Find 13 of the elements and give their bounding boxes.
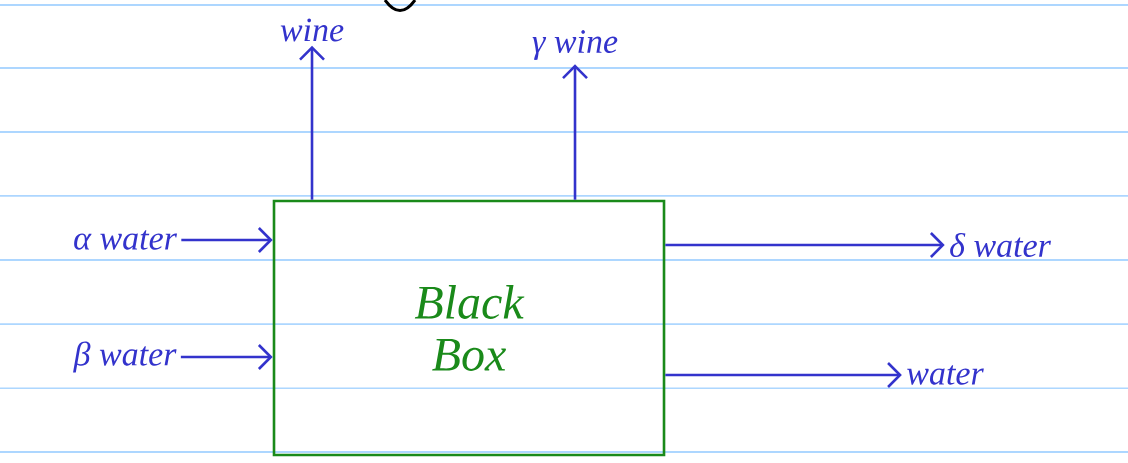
- flow-label: β water: [73, 341, 177, 373]
- flow-label: wine: [280, 18, 344, 42]
- flow-label: water: [907, 365, 984, 385]
- flow-label: γ wine: [532, 30, 618, 60]
- arrow: [562, 64, 588, 200]
- flow-label: α water: [74, 230, 177, 250]
- arrow: [665, 362, 902, 388]
- arrow: [180, 344, 273, 370]
- arrow: [299, 45, 325, 200]
- arrow: [665, 232, 945, 258]
- arrow: [181, 227, 273, 253]
- flow-label: δ water: [950, 232, 1051, 258]
- process-box: Black Box: [272, 199, 666, 457]
